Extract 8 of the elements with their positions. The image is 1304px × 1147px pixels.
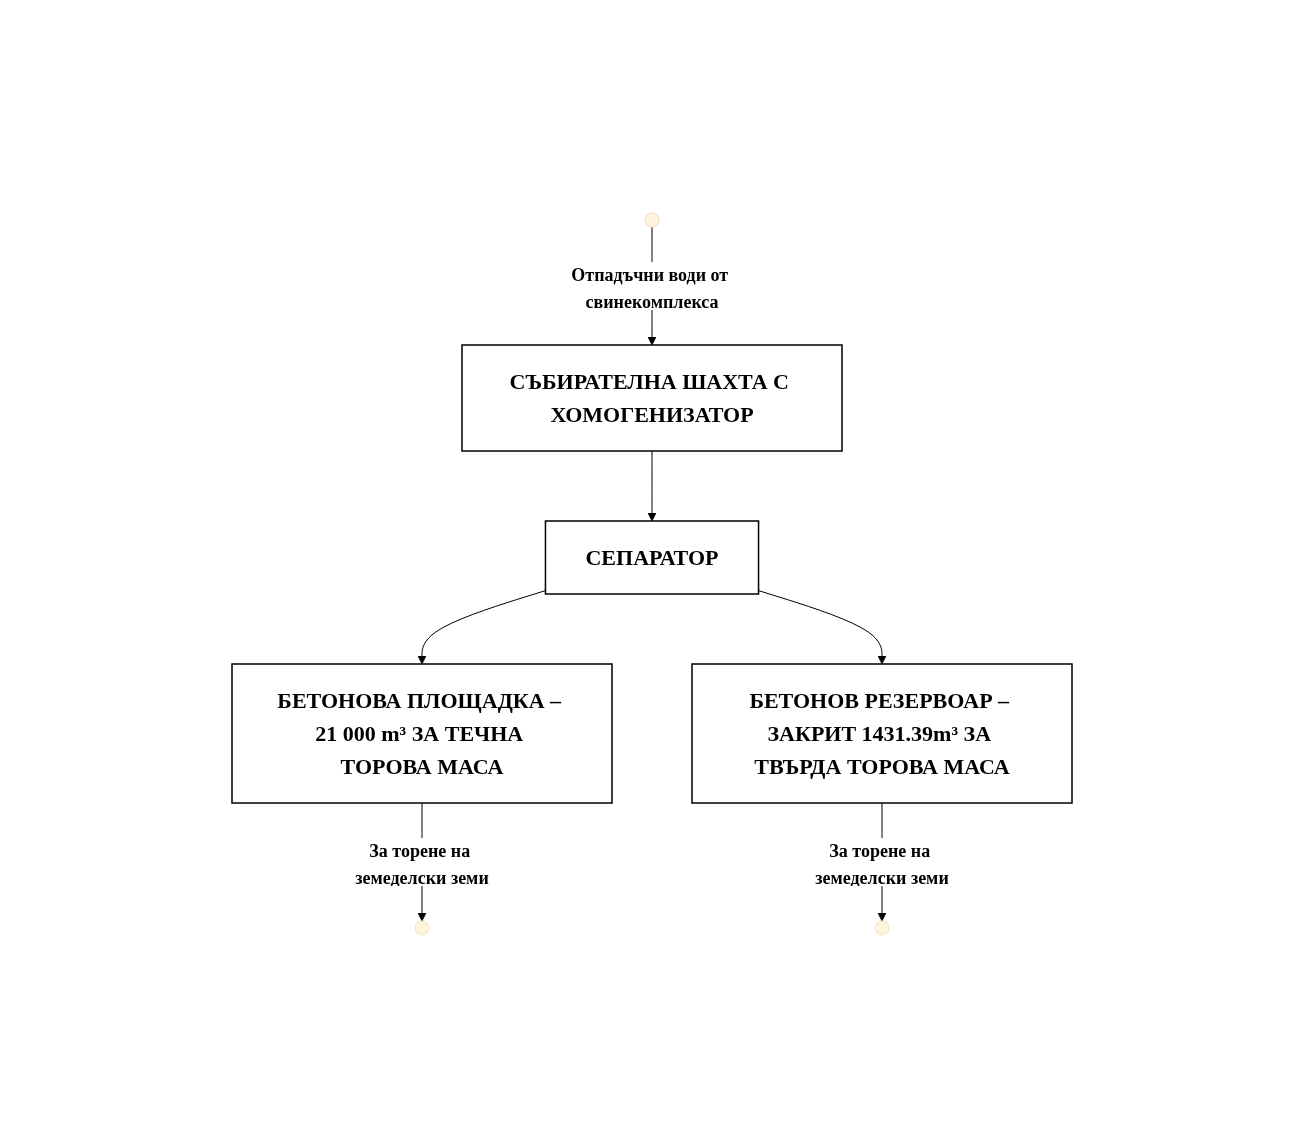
node-box: СЪБИРАТЕЛНА ШАХТА С ХОМОГЕНИЗАТОР <box>461 343 843 452</box>
node-box: СЕПАРАТОР <box>544 519 760 595</box>
arrow <box>758 589 887 664</box>
node-box: БЕТОНОВ РЕЗЕРВОАР – ЗАКРИТ 1431.39m³ ЗА ТВЪРДА ТОРОВА МАСА <box>691 662 1073 804</box>
edge-label: Отпадъчни води от свинекомплекса <box>571 264 729 312</box>
arrow <box>647 450 657 521</box>
arrow <box>417 589 546 664</box>
node-box: БЕТОНОВА ПЛОЩАДКА – 21 000 m³ ЗА ТЕЧНА ТОРОВА МАСА <box>231 662 613 804</box>
